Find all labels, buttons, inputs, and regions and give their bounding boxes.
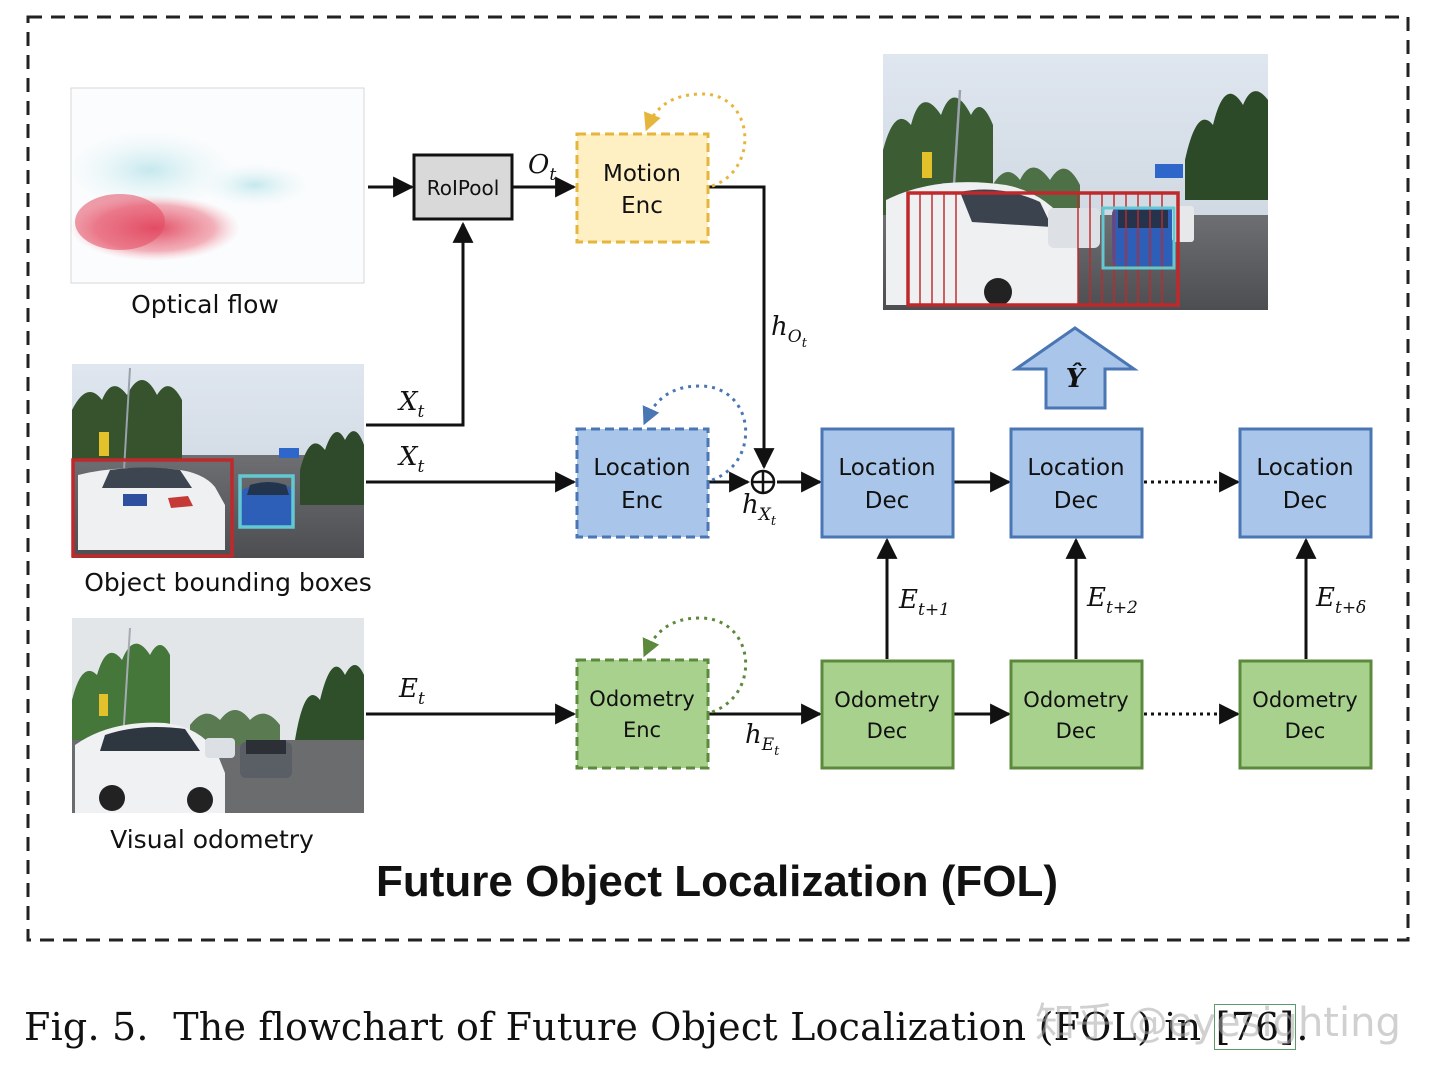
visual-odometry-image — [72, 618, 364, 813]
diagram-title: Future Object Localization (FOL) — [376, 857, 1058, 906]
odometry-enc-box — [575, 658, 710, 770]
optical-flow-image — [65, 87, 365, 284]
location-dec-3-box — [1238, 427, 1373, 539]
caption-text: The flowchart of Future Object Localizat… — [173, 1005, 1214, 1049]
y-hat-output-arrow — [1011, 326, 1139, 410]
location-dec-1-line2: Dec — [865, 488, 910, 514]
e-t-label: Et — [398, 674, 425, 709]
location-dec-2-line2: Dec — [1054, 488, 1099, 514]
e-td-label: Et+δ — [1315, 583, 1366, 618]
bbox-image — [71, 364, 364, 558]
e-t1-label: Et+1 — [898, 585, 950, 620]
odometry-enc-line1: Odometry — [589, 687, 694, 711]
caption-suffix: . — [1296, 1005, 1309, 1049]
odometry-dec-1-line1: Odometry — [834, 688, 939, 712]
watermark: 知乎 @eyesighting — [1035, 1000, 1401, 1046]
y-hat-label: Ŷ — [1066, 362, 1087, 394]
location-dec-2-line1: Location — [1027, 455, 1124, 481]
location-dec-2-box — [1009, 427, 1144, 539]
caption-reference-link[interactable]: [76] — [1213, 1004, 1297, 1050]
roipool-box — [412, 153, 514, 221]
motion-enc-line2: Enc — [621, 193, 663, 219]
fusion-junction-icon — [750, 469, 776, 495]
o-t-label: Ot — [528, 150, 556, 185]
x-t-label-upper: Xt — [397, 387, 425, 422]
odometry-dec-2-line1: Odometry — [1023, 688, 1128, 712]
location-dec-1-line1: Location — [838, 455, 935, 481]
motion-recurrent-loop — [643, 92, 747, 188]
odometry-dec-2-line2: Dec — [1056, 719, 1097, 743]
output-prediction-image — [883, 54, 1268, 310]
h-e-t-label: hEt — [745, 720, 780, 759]
e-t2-label: Et+2 — [1086, 583, 1138, 618]
location-enc-box — [575, 427, 710, 539]
odometry-dec-3-box — [1238, 659, 1373, 770]
figure-caption: Fig. 5. The flowchart of Future Object L… — [24, 1004, 1309, 1050]
bbox-label: Object bounding boxes — [84, 568, 372, 597]
odometry-enc-line2: Enc — [623, 718, 661, 742]
dotted-connectors — [1144, 471, 1241, 725]
location-dec-1-box — [820, 427, 955, 539]
h-o-t-label: hOt — [771, 312, 808, 351]
x-t-label-lower: Xt — [397, 442, 425, 477]
odometry-dec-2-box — [1009, 659, 1144, 770]
odometry-dec-3-line1: Odometry — [1252, 688, 1357, 712]
visual-odometry-label: Visual odometry — [110, 825, 314, 854]
odometry-dec-1-line2: Dec — [867, 719, 908, 743]
caption-prefix: Fig. 5. — [24, 1005, 149, 1049]
optical-flow-label: Optical flow — [131, 290, 279, 319]
odometry-dec-3-line2: Dec — [1285, 719, 1326, 743]
h-x-t-label: hXt — [742, 490, 777, 529]
location-enc-line2: Enc — [621, 488, 663, 514]
motion-enc-line1: Motion — [603, 161, 681, 187]
roipool-label: RoIPool — [427, 176, 500, 200]
motion-enc-box — [575, 132, 710, 244]
odometry-dec-1-box — [820, 659, 955, 770]
outer-dashed-frame — [26, 15, 1410, 942]
location-dec-3-line2: Dec — [1283, 488, 1328, 514]
location-enc-line1: Location — [593, 455, 690, 481]
connectors — [366, 176, 1317, 725]
location-dec-3-line1: Location — [1256, 455, 1353, 481]
